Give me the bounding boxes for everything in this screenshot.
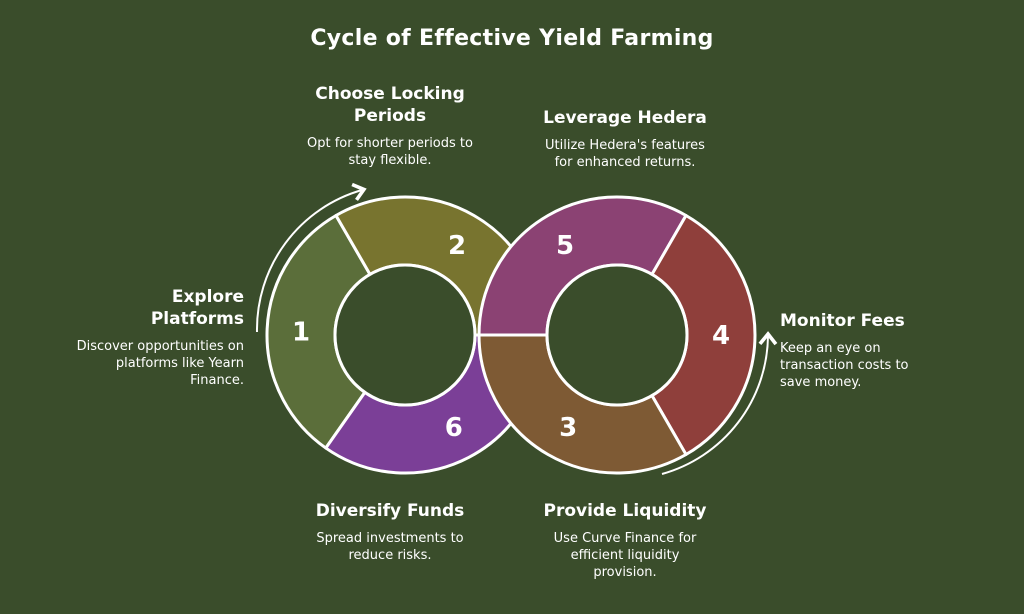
step-1-description: Discover opportunities on platforms like…	[76, 339, 244, 388]
segment-2-number: 2	[448, 231, 466, 261]
step-3-heading: Provide Liquidity	[543, 501, 707, 521]
step-2-description: Opt for shorter periods to stay flexible…	[307, 136, 473, 168]
step-6-description: Spread investments to reduce risks.	[316, 531, 464, 563]
left-ring-hole	[333, 263, 477, 407]
step-5-description: Utilize Hedera's features for enhanced r…	[545, 138, 705, 170]
segment-3-number: 3	[559, 413, 577, 443]
step-4-block: Monitor Fees Keep an eye on transaction …	[780, 310, 940, 391]
step-5-heading: Leverage Hedera	[543, 108, 707, 128]
segment-5-number: 5	[556, 231, 574, 261]
step-6-block: Diversify Funds Spread investments to re…	[300, 500, 480, 564]
right-ring-hole	[545, 263, 689, 407]
step-3-description: Use Curve Finance for efficient liquidit…	[553, 531, 697, 580]
step-4-heading: Monitor Fees	[780, 311, 905, 331]
step-5-block: Leverage Hedera Utilize Hedera's feature…	[530, 107, 720, 171]
diagram-title: Cycle of Effective Yield Farming	[310, 26, 714, 51]
segment-6-number: 6	[445, 413, 463, 443]
step-2-block: Choose Locking Periods Opt for shorter p…	[300, 83, 480, 169]
step-2-heading: Choose Locking Periods	[315, 84, 465, 126]
step-1-block: Explore Platforms Discover opportunities…	[72, 286, 244, 389]
cycle-arrow-left-icon	[255, 182, 367, 333]
step-3-block: Provide Liquidity Use Curve Finance for …	[530, 500, 720, 581]
step-1-heading: Explore Platforms	[150, 287, 244, 329]
step-6-heading: Diversify Funds	[315, 501, 465, 521]
step-4-description: Keep an eye on transaction costs to save…	[780, 341, 909, 390]
segment-1-number: 1	[292, 317, 310, 347]
segment-4-number: 4	[712, 321, 730, 351]
cycle-arrow-right-icon	[661, 331, 778, 475]
